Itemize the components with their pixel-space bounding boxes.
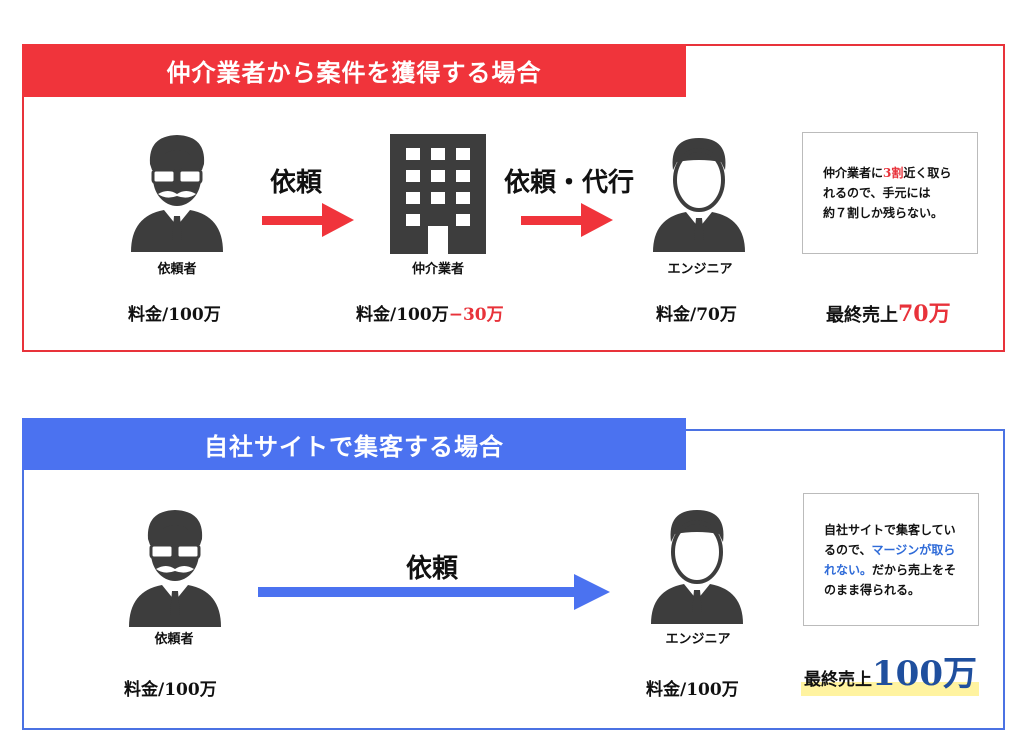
note-line: 自社サイトで集客してい — [824, 522, 956, 537]
client-fee: 料金/100万 — [124, 680, 217, 700]
note-line: れるので、手元には — [823, 186, 931, 200]
client-fee: 料金/100万 — [128, 305, 221, 325]
engineer-label: エンジニア — [665, 632, 731, 647]
request-label: 依頼 — [406, 554, 459, 584]
engineer-fee: 料金/70万 — [656, 305, 737, 325]
engineer-person-icon — [651, 132, 747, 252]
client-label: 依頼者 — [157, 262, 197, 277]
agency-label: 仲介業者 — [411, 262, 464, 277]
client-label: 依頼者 — [154, 632, 194, 647]
note-line: れない。だから売上をそ — [824, 562, 957, 577]
client-person-icon — [126, 505, 224, 627]
section2-title: 自社サイトで集客する場合 — [22, 418, 686, 470]
engineer-fee: 料金/100万 — [646, 680, 739, 700]
note-line: 約７割しか残らない。 — [823, 206, 944, 220]
request-label: 依頼 — [270, 168, 323, 198]
section1-title: 仲介業者から案件を獲得する場合 — [22, 44, 686, 97]
agency-building-icon — [390, 134, 486, 254]
request-and-agency-label: 依頼・代行 — [504, 168, 635, 198]
engineer-label: エンジニア — [667, 262, 733, 277]
arrow-right-icon — [262, 203, 354, 237]
highlight-marker — [801, 682, 979, 696]
note-box: 自社サイトで集客してい るので、マージンが取ら れない。だから売上をそ のまま得… — [803, 493, 979, 626]
client-person-icon — [128, 130, 226, 252]
note-line: るので、マージンが取ら — [824, 542, 956, 557]
final-sales: 最終売上70万 — [826, 301, 951, 327]
agency-fee: 料金/100万−30万 — [356, 305, 504, 325]
arrow-right-icon — [521, 203, 613, 237]
note-line: 仲介業者に3割近く取ら — [823, 166, 952, 180]
arrow-right-icon — [258, 574, 610, 610]
engineer-person-icon — [649, 504, 745, 624]
note-line: のまま得られる。 — [824, 582, 921, 597]
note-box: 仲介業者に3割近く取ら れるので、手元には 約７割しか残らない。 — [802, 132, 978, 254]
